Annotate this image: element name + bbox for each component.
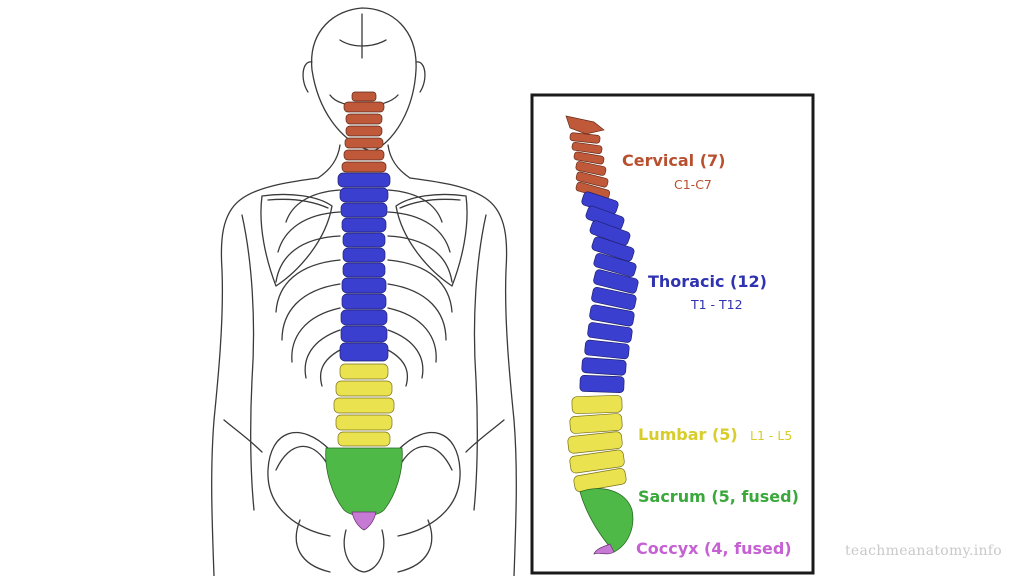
scapula-left	[260, 193, 333, 287]
lumbar-region-left	[333, 363, 395, 447]
ear-right	[415, 61, 426, 93]
spine-posterior	[325, 91, 403, 531]
thoracic-region-left	[337, 172, 391, 362]
coccyx-region-lateral	[593, 543, 615, 555]
coccyx-region-left	[351, 511, 377, 531]
shoulder-right	[409, 177, 517, 576]
spine-lateral	[565, 115, 639, 555]
sacrum-region-lateral	[579, 488, 634, 553]
cervical-label: Cervical (7)	[622, 151, 726, 170]
ear-left	[302, 61, 313, 93]
cervical-region-left	[341, 91, 387, 173]
watermark-text: teachmeanatomy.info	[845, 543, 1003, 559]
thoracic-region-lateral	[579, 191, 639, 393]
head-outline	[311, 7, 417, 153]
cervical-range: C1-C7	[674, 177, 712, 192]
lumbar-region-lateral	[567, 394, 627, 492]
lumbar-label: Lumbar (5)	[638, 425, 738, 444]
thoracic-range: T1 - T12	[691, 297, 743, 312]
sacrum-label: Sacrum (5, fused)	[638, 487, 799, 506]
thoracic-label: Thoracic (12)	[648, 272, 767, 291]
sacrum-region-left	[325, 447, 403, 517]
lumbar-range: L1 - L5	[750, 428, 793, 443]
coccyx-label: Coccyx (4, fused)	[636, 539, 792, 558]
pelvis-outline	[267, 432, 331, 537]
scapula-right	[395, 193, 468, 287]
shoulder-left	[211, 177, 319, 576]
